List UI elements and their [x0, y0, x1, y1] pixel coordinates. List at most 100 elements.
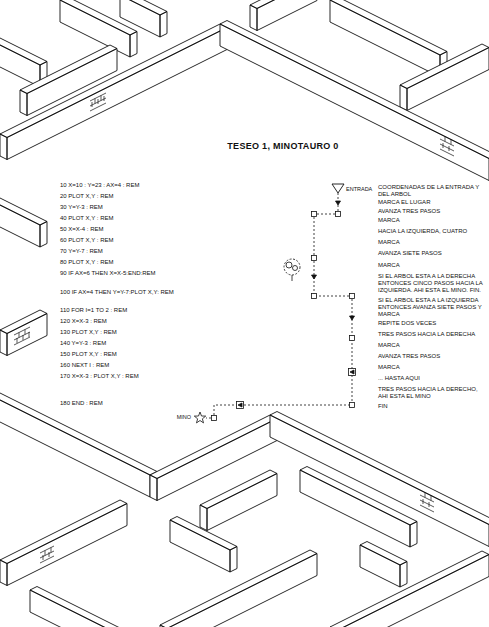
- label-slot: 110 FOR I=1 TO 2 : REM: [60, 307, 127, 314]
- label-slot: MARCA: [378, 239, 484, 246]
- code-line: 140 Y=Y-3 : REM: [60, 340, 106, 347]
- flow-marker: [238, 403, 242, 407]
- label-slot: COORDENADAS DE LA ENTRADA Y DEL ARBOL: [378, 184, 484, 198]
- instruction-text: AVANZA TRES PASOS: [378, 208, 484, 215]
- label-slot: MARCA: [378, 262, 484, 269]
- tree-symbol: [292, 275, 293, 281]
- flow-marker: [350, 316, 355, 320]
- instruction-text: SI EL ARBOL ESTA A LA IZQUIERDA ENTONCES…: [378, 297, 484, 319]
- flow-marker: [336, 212, 341, 217]
- flow-path: [206, 193, 352, 418]
- maze-wall: [0, 37, 47, 88]
- label-slot: AVANZA TRES PASOS: [378, 353, 484, 360]
- flow-marker: [350, 370, 354, 374]
- flow-marker: [312, 212, 317, 217]
- star-symbol: [194, 412, 205, 423]
- instruction-text: MARCA: [378, 364, 484, 371]
- label-slot: 120 X=X-3 : REM: [60, 318, 107, 325]
- label-slot: 150 PLOT X,Y : REM: [60, 351, 117, 358]
- label-slot: MARCA EL LUGAR: [378, 199, 484, 206]
- brick-pattern: [90, 93, 106, 111]
- instruction-text: REPITE DOS VECES: [378, 320, 484, 327]
- label-slot: 90 IF AX=6 THEN X=X-5:END:REM: [60, 270, 156, 277]
- label-slot: MARCA: [378, 217, 484, 224]
- flow-marker: [350, 403, 355, 408]
- label-slot: 50 X=X-4 : REM: [60, 226, 104, 233]
- maze-wall: [250, 0, 317, 31]
- code-line: 170 X=X-3 : PLOT X,Y : REM: [60, 373, 139, 380]
- maze-wall: [0, 310, 47, 356]
- label-slot: TRES PASOS HACIA LA DERECHA: [378, 331, 484, 338]
- maze-wall: [160, 550, 317, 627]
- flow-marker: [350, 294, 355, 299]
- brick-pattern: [40, 546, 54, 563]
- maze-wall: [0, 24, 227, 160]
- instruction-text: MARCA: [378, 342, 484, 349]
- instruction-text: FIN: [378, 403, 484, 410]
- label-slot: FIN: [378, 403, 484, 410]
- code-line: 10 X=10 : Y=23 : AX=4 : REM: [60, 182, 139, 189]
- title-slot: TESEO 1, MINOTAURO 0: [227, 141, 338, 152]
- code-line: 120 X=X-3 : REM: [60, 318, 107, 325]
- label-slot: REPITE DOS VECES: [378, 320, 484, 327]
- code-line: 20 PLOT X,Y : REM: [60, 193, 113, 200]
- flow-marker: [312, 294, 317, 299]
- label-slot: 160 NEXT I : REM: [60, 362, 109, 369]
- label-slot: 70 Y=Y-7 : REM: [60, 248, 103, 255]
- code-line: 160 NEXT I : REM: [60, 362, 109, 369]
- instruction-text: AVANZA TRES PASOS: [378, 353, 484, 360]
- instruction-text: HACIA LA IZQUIERDA, CUATRO: [378, 228, 484, 235]
- maze-wall: [0, 387, 157, 498]
- code-line: 180 END : REM: [60, 400, 103, 407]
- label-slot: HACIA LA IZQUIERDA, CUATRO: [378, 228, 484, 235]
- code-line: 60 PLOT X,Y : REM: [60, 237, 113, 244]
- entry-label: ENTRADA: [346, 186, 372, 193]
- instruction-text: SI EL ARBOL ESTA A LA DERECHA ENTONCES C…: [378, 273, 484, 295]
- maze-wall: [400, 44, 489, 111]
- flow-marker: [350, 336, 355, 341]
- label-slot: 140 Y=Y-3 : REM: [60, 340, 106, 347]
- label-slot: MARCA: [378, 364, 484, 371]
- label-slot: 180 END : REM: [60, 400, 103, 407]
- instruction-text: MARCA: [378, 239, 484, 246]
- flow-path: [206, 193, 352, 418]
- label-slot: 10 X=10 : Y=23 : AX=4 : REM: [60, 182, 139, 189]
- entry-triangle: [332, 184, 344, 193]
- tree-symbol: [286, 262, 292, 268]
- label-slot: 100 IF AX=4 THEN Y=Y-7:PLOT X,Y: REM: [60, 289, 174, 296]
- flow-marker: [237, 402, 244, 409]
- tree-symbol: [284, 259, 300, 275]
- goal-label: MINO: [177, 414, 191, 421]
- maze-wall: [120, 0, 167, 37]
- brick-pattern: [420, 493, 434, 513]
- maze-wall: [200, 470, 277, 531]
- code-line: 40 PLOT X,Y : REM: [60, 215, 113, 222]
- label-slot: 40 PLOT X,Y : REM: [60, 215, 113, 222]
- label-slot: 20 PLOT X,Y : REM: [60, 193, 113, 200]
- brick-pattern: [14, 327, 30, 345]
- label-slot: ENTRADA: [346, 186, 372, 193]
- code-line: 30 Y=Y-3 : REM: [60, 204, 103, 211]
- flow-marker: [212, 416, 217, 421]
- label-slot: MINO: [177, 414, 191, 421]
- instruction-text: MARCA: [378, 262, 484, 269]
- label-slot: SI EL ARBOL ESTA A LA DERECHA ENTONCES C…: [378, 273, 484, 295]
- brick-pattern: [440, 137, 454, 157]
- flow-marker: [212, 201, 356, 421]
- code-line: 70 Y=Y-7 : REM: [60, 248, 103, 255]
- flow-marker: [312, 275, 317, 279]
- label-slot: 130 PLOT X,Y : REM: [60, 329, 117, 336]
- maze-wall: [0, 500, 127, 586]
- brick-pattern: [14, 93, 454, 563]
- instruction-text: ... HASTA AQUI: [378, 375, 484, 382]
- diagram-title: TESEO 1, MINOTAURO 0: [227, 141, 338, 152]
- maze-wall: [270, 412, 489, 547]
- code-line: 90 IF AX=6 THEN X=X-5:END:REM: [60, 270, 156, 277]
- instruction-text: AVANZA SIETE PASOS: [378, 250, 484, 257]
- code-line: 130 PLOT X,Y : REM: [60, 329, 117, 336]
- code-line: 80 PLOT X,Y : REM: [60, 259, 113, 266]
- maze-wall: [360, 542, 407, 588]
- label-slot: AVANZA SIETE PASOS: [378, 250, 484, 257]
